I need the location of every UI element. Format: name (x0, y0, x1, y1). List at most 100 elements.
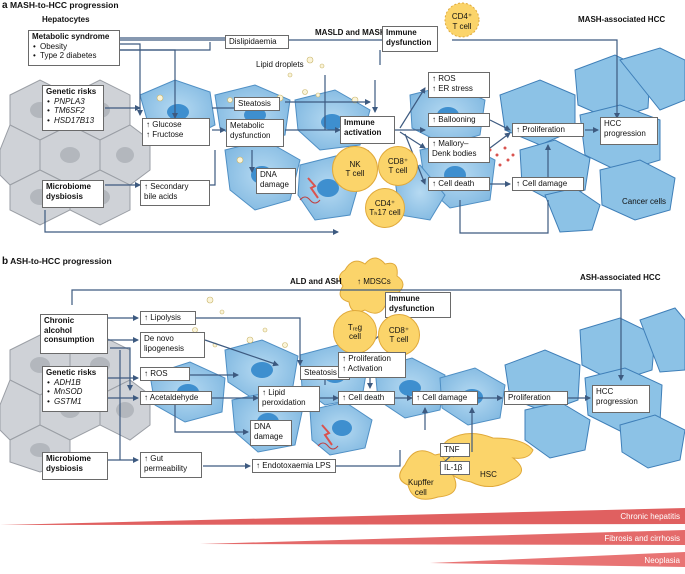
microbiome-b-line2: dysbiosis (46, 463, 83, 473)
dna-line1: DNA (260, 170, 277, 179)
gene-item: GSTM1 (47, 397, 104, 407)
band-neoplasia: Neoplasia (644, 556, 680, 565)
dna-damage-glyph-a (299, 177, 321, 204)
arrows-a (44, 37, 620, 235)
cd8-line1: CD8⁺ (387, 157, 409, 166)
cd4-th17-cell: CD4⁺Tₕ17 cell (365, 188, 405, 228)
immune-dysfunction-box-a: Immune dysfunction (382, 26, 438, 52)
perox-line1: ↑ Lipid (262, 388, 286, 397)
cell-death-box-a: ↑ Cell death (428, 177, 490, 191)
hccb-line2: progression (596, 396, 638, 406)
genetic-risks-b-title: Genetic risks (46, 368, 97, 377)
secondary-bile-box: ↑ Secondary bile acids (140, 180, 210, 206)
cd4-line1: CD4⁺ (451, 12, 473, 21)
immune-activation-line1: Immune (344, 118, 375, 127)
immune-dysfunction-b-line1: Immune (389, 294, 420, 303)
gut-line2: permeability (144, 463, 188, 473)
lipid-droplets-label: Lipid droplets (256, 60, 304, 69)
metabolic-dysfunction-line2: dysfunction (230, 130, 271, 140)
microbiome-b-line1: Microbiome (46, 454, 91, 463)
stage-label-mash-hcc: MASH-associated HCC (578, 15, 666, 24)
kupffer-line2: cell (414, 487, 427, 497)
acetaldehyde-box: ↑ Acetaldehyde (140, 391, 212, 405)
ros-label: ↑ ROS (432, 74, 456, 83)
tnf-box: TNF (440, 443, 470, 457)
cd8b-line2: T cell (389, 335, 409, 344)
bile-line1: ↑ Secondary (144, 182, 189, 191)
gut-line1: ↑ Gut (144, 454, 164, 463)
genetic-risks-box-a: Genetic risks PNPLA3 TM6SF2 HSD17B13 (42, 85, 104, 131)
microbiome-box-b: Microbiome dysbiosis (42, 452, 108, 480)
cd8-tcell-a: CD8⁺T cell (378, 146, 418, 186)
hcc-progression-box-b: HCC progression (592, 385, 650, 413)
band-chronic-hepatitis: Chronic hepatitis (620, 512, 680, 521)
kupffer-line1: Kupffer (408, 478, 434, 487)
genetic-risks-title: Genetic risks (46, 87, 97, 96)
gene-item: PNPLA3 (47, 97, 100, 107)
nk-line1: NK (349, 160, 361, 169)
gene-item: MnSOD (47, 387, 104, 397)
alcohol-line2: alcohol (44, 325, 73, 335)
lipolysis-box: ↑ Lipolysis (140, 311, 196, 325)
stage-label-ald: ALD and ASH (290, 277, 342, 286)
glucose-label: ↑ Glucose (146, 120, 182, 129)
treg-line1: Tᵣₑg (347, 323, 363, 332)
risk-item: Type 2 diabetes (33, 51, 116, 61)
panel-b-title: ASH-to-HCC progression (10, 256, 112, 266)
dnab-line1: DNA (254, 422, 271, 431)
gene-item: HSD17B13 (47, 116, 100, 126)
dnab-line2: damage (254, 431, 283, 441)
glucose-fructose-box: ↑ Glucose ↑ Fructose (142, 118, 210, 146)
immune-activation-line2: activation (344, 127, 382, 137)
chronic-alcohol-box: Chronic alcohol consumption (40, 314, 108, 354)
cd8-line2: T cell (388, 166, 408, 175)
band-fibrosis: Fibrosis and cirrhosis (604, 534, 680, 543)
microbiome-box-a: Microbiome dysbiosis (42, 180, 104, 208)
microbiome-line2: dysbiosis (46, 191, 83, 201)
denovo-line2: lipogenesis (144, 343, 185, 353)
mallory-line1: ↑ Mallory– (432, 139, 469, 148)
genetic-risks-box-b: Genetic risks ADH1B MnSOD GSTM1 (42, 366, 108, 412)
hcc-progression-box-a: HCC progression (600, 117, 658, 145)
de-novo-box: De novo lipogenesis (140, 332, 205, 358)
metabolic-dysfunction-box: Metabolic dysfunction (226, 119, 284, 147)
prolif-line2: ↑ Activation (342, 363, 383, 373)
hepatocytes-label: Hepatocytes (42, 15, 90, 24)
alcohol-line3: consumption (44, 335, 95, 344)
dna-line2: damage (260, 179, 289, 189)
metabolic-syndrome-box: Metabolic syndrome Obesity Type 2 diabet… (28, 30, 120, 66)
cd4-tcell-label-a: CD4⁺ T cell (446, 12, 478, 31)
il1b-box: IL-1β (440, 461, 470, 475)
mallory-line2: Denk bodies (432, 148, 477, 158)
steatosis-box-a: Steatosis (234, 97, 280, 111)
stage-label-masld: MASLD and MASH (315, 28, 386, 37)
dislipidaemia-box: Dislipidaemia (225, 35, 289, 49)
stage-label-ash-hcc: ASH-associated HCC (580, 273, 661, 282)
metabolic-dysfunction-line1: Metabolic (230, 121, 265, 130)
gene-item: TM6SF2 (47, 106, 100, 116)
immune-dysfunction-b-line2: dysfunction (389, 303, 435, 313)
cd8b-line1: CD8⁺ (388, 326, 410, 335)
dna-damage-box-a: DNA damage (256, 168, 296, 194)
hsc-label: HSC (480, 470, 497, 479)
treg-line2: cell (348, 332, 361, 341)
perox-line2: peroxidation (262, 397, 306, 407)
mallory-box: ↑ Mallory– Denk bodies (428, 137, 490, 163)
panel-a-header: a MASH-to-HCC progression (2, 0, 119, 11)
proliferation-box-a: ↑ Proliferation (512, 123, 584, 137)
metabolic-syndrome-title: Metabolic syndrome (32, 32, 110, 41)
proliferation-box-b: Proliferation (504, 391, 568, 405)
immune-dysfunction-box-b: Immune dysfunction (385, 292, 451, 318)
cell-death-box-b: ↑ Cell death (338, 391, 395, 405)
panel-a-title: MASH-to-HCC progression (9, 0, 119, 10)
steatosis-box-b: Steatosis (300, 366, 350, 380)
microbiome-line1: Microbiome (46, 182, 91, 191)
cell-damage-box-b: ↑ Cell damage (412, 391, 478, 405)
panel-a-letter: a (2, 0, 8, 11)
gut-permeability-box: ↑ Gut permeability (140, 452, 202, 478)
ballooning-box: ↑ Ballooning (428, 113, 490, 127)
lipid-peroxidation-box: ↑ Lipid peroxidation (258, 386, 320, 412)
prolif-activation-box: ↑ Proliferation ↑ Activation (338, 352, 406, 378)
dna-damage-glyph-b (317, 424, 339, 450)
